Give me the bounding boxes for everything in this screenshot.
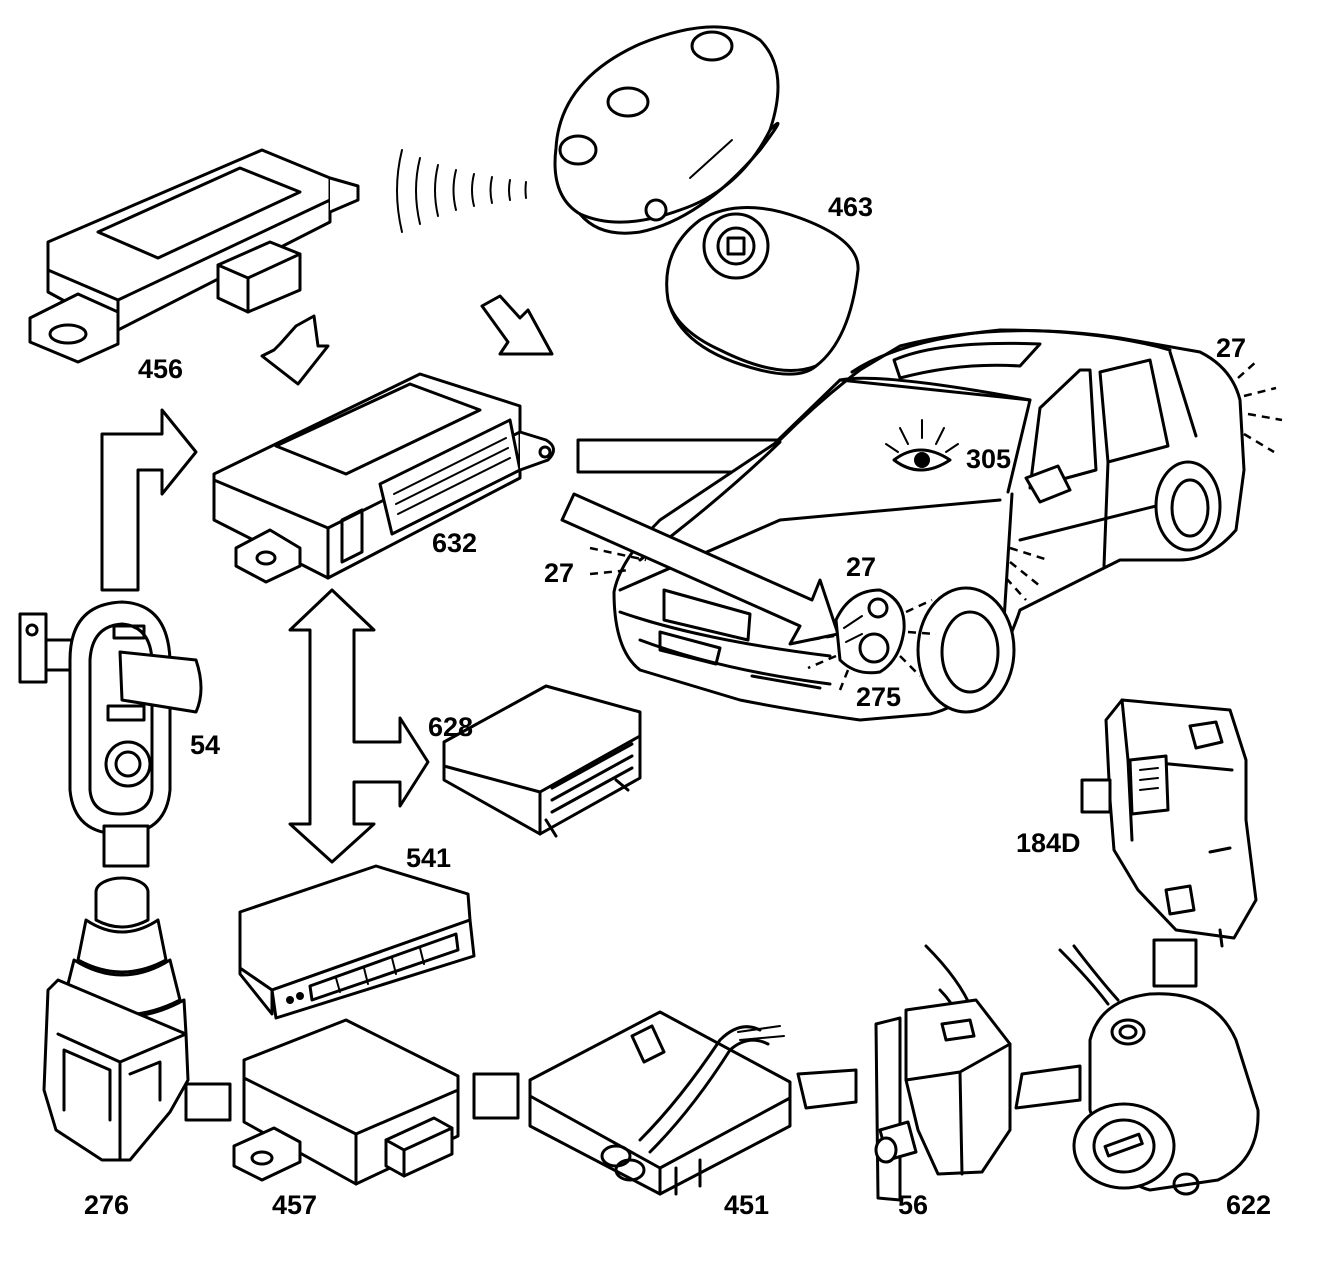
- connector-276-457: [184, 1082, 232, 1122]
- receiver-module-456: [28, 148, 360, 364]
- display-unit-541: [238, 864, 476, 1020]
- label-463: 463: [828, 192, 873, 222]
- label-457: 457: [272, 1190, 317, 1220]
- label-184D: 184D: [1016, 828, 1081, 858]
- label-622: 622: [1226, 1190, 1271, 1220]
- module-457: [232, 1018, 460, 1186]
- arrow-from-463: [480, 294, 554, 356]
- actuator-56: [874, 944, 1012, 1202]
- module-451: [528, 1010, 792, 1196]
- label-632: 632: [432, 528, 477, 558]
- arrow-54-to-632: [100, 408, 198, 592]
- connector-451-56: [796, 1068, 858, 1110]
- lock-cylinder-622: [1058, 944, 1260, 1196]
- label-27-front: 27: [544, 558, 574, 588]
- label-305: 305: [966, 444, 1011, 474]
- label-541: 541: [406, 843, 451, 873]
- bus-arrow-632-541-628: [288, 588, 430, 864]
- label-54: 54: [190, 730, 220, 760]
- gear-lever-276: [42, 876, 190, 1162]
- label-27-rear: 27: [1216, 333, 1246, 363]
- radio-waves: [396, 149, 527, 233]
- lock-switch-54: [18, 600, 203, 836]
- connector-184D-622: [1152, 938, 1198, 988]
- module-628: [442, 684, 642, 838]
- front-light-275: [807, 588, 937, 691]
- label-628: 628: [428, 712, 473, 742]
- connector-457-451: [472, 1072, 520, 1120]
- connector-54-276: [102, 824, 150, 868]
- eye-icon: [885, 419, 959, 472]
- label-456: 456: [138, 354, 183, 384]
- label-276: 276: [84, 1190, 129, 1220]
- label-451: 451: [724, 1190, 769, 1220]
- lock-motor-184D: [1080, 698, 1258, 948]
- car-saab: [589, 328, 1283, 722]
- control-module-632: [212, 372, 555, 584]
- label-27-side: 27: [846, 552, 876, 582]
- label-56: 56: [898, 1190, 928, 1220]
- remote-key-fob: [553, 25, 780, 235]
- connector-56-622: [1014, 1064, 1082, 1110]
- label-275: 275: [856, 682, 901, 712]
- ignition-switch-463: [665, 206, 860, 376]
- arrow-from-456: [260, 314, 330, 386]
